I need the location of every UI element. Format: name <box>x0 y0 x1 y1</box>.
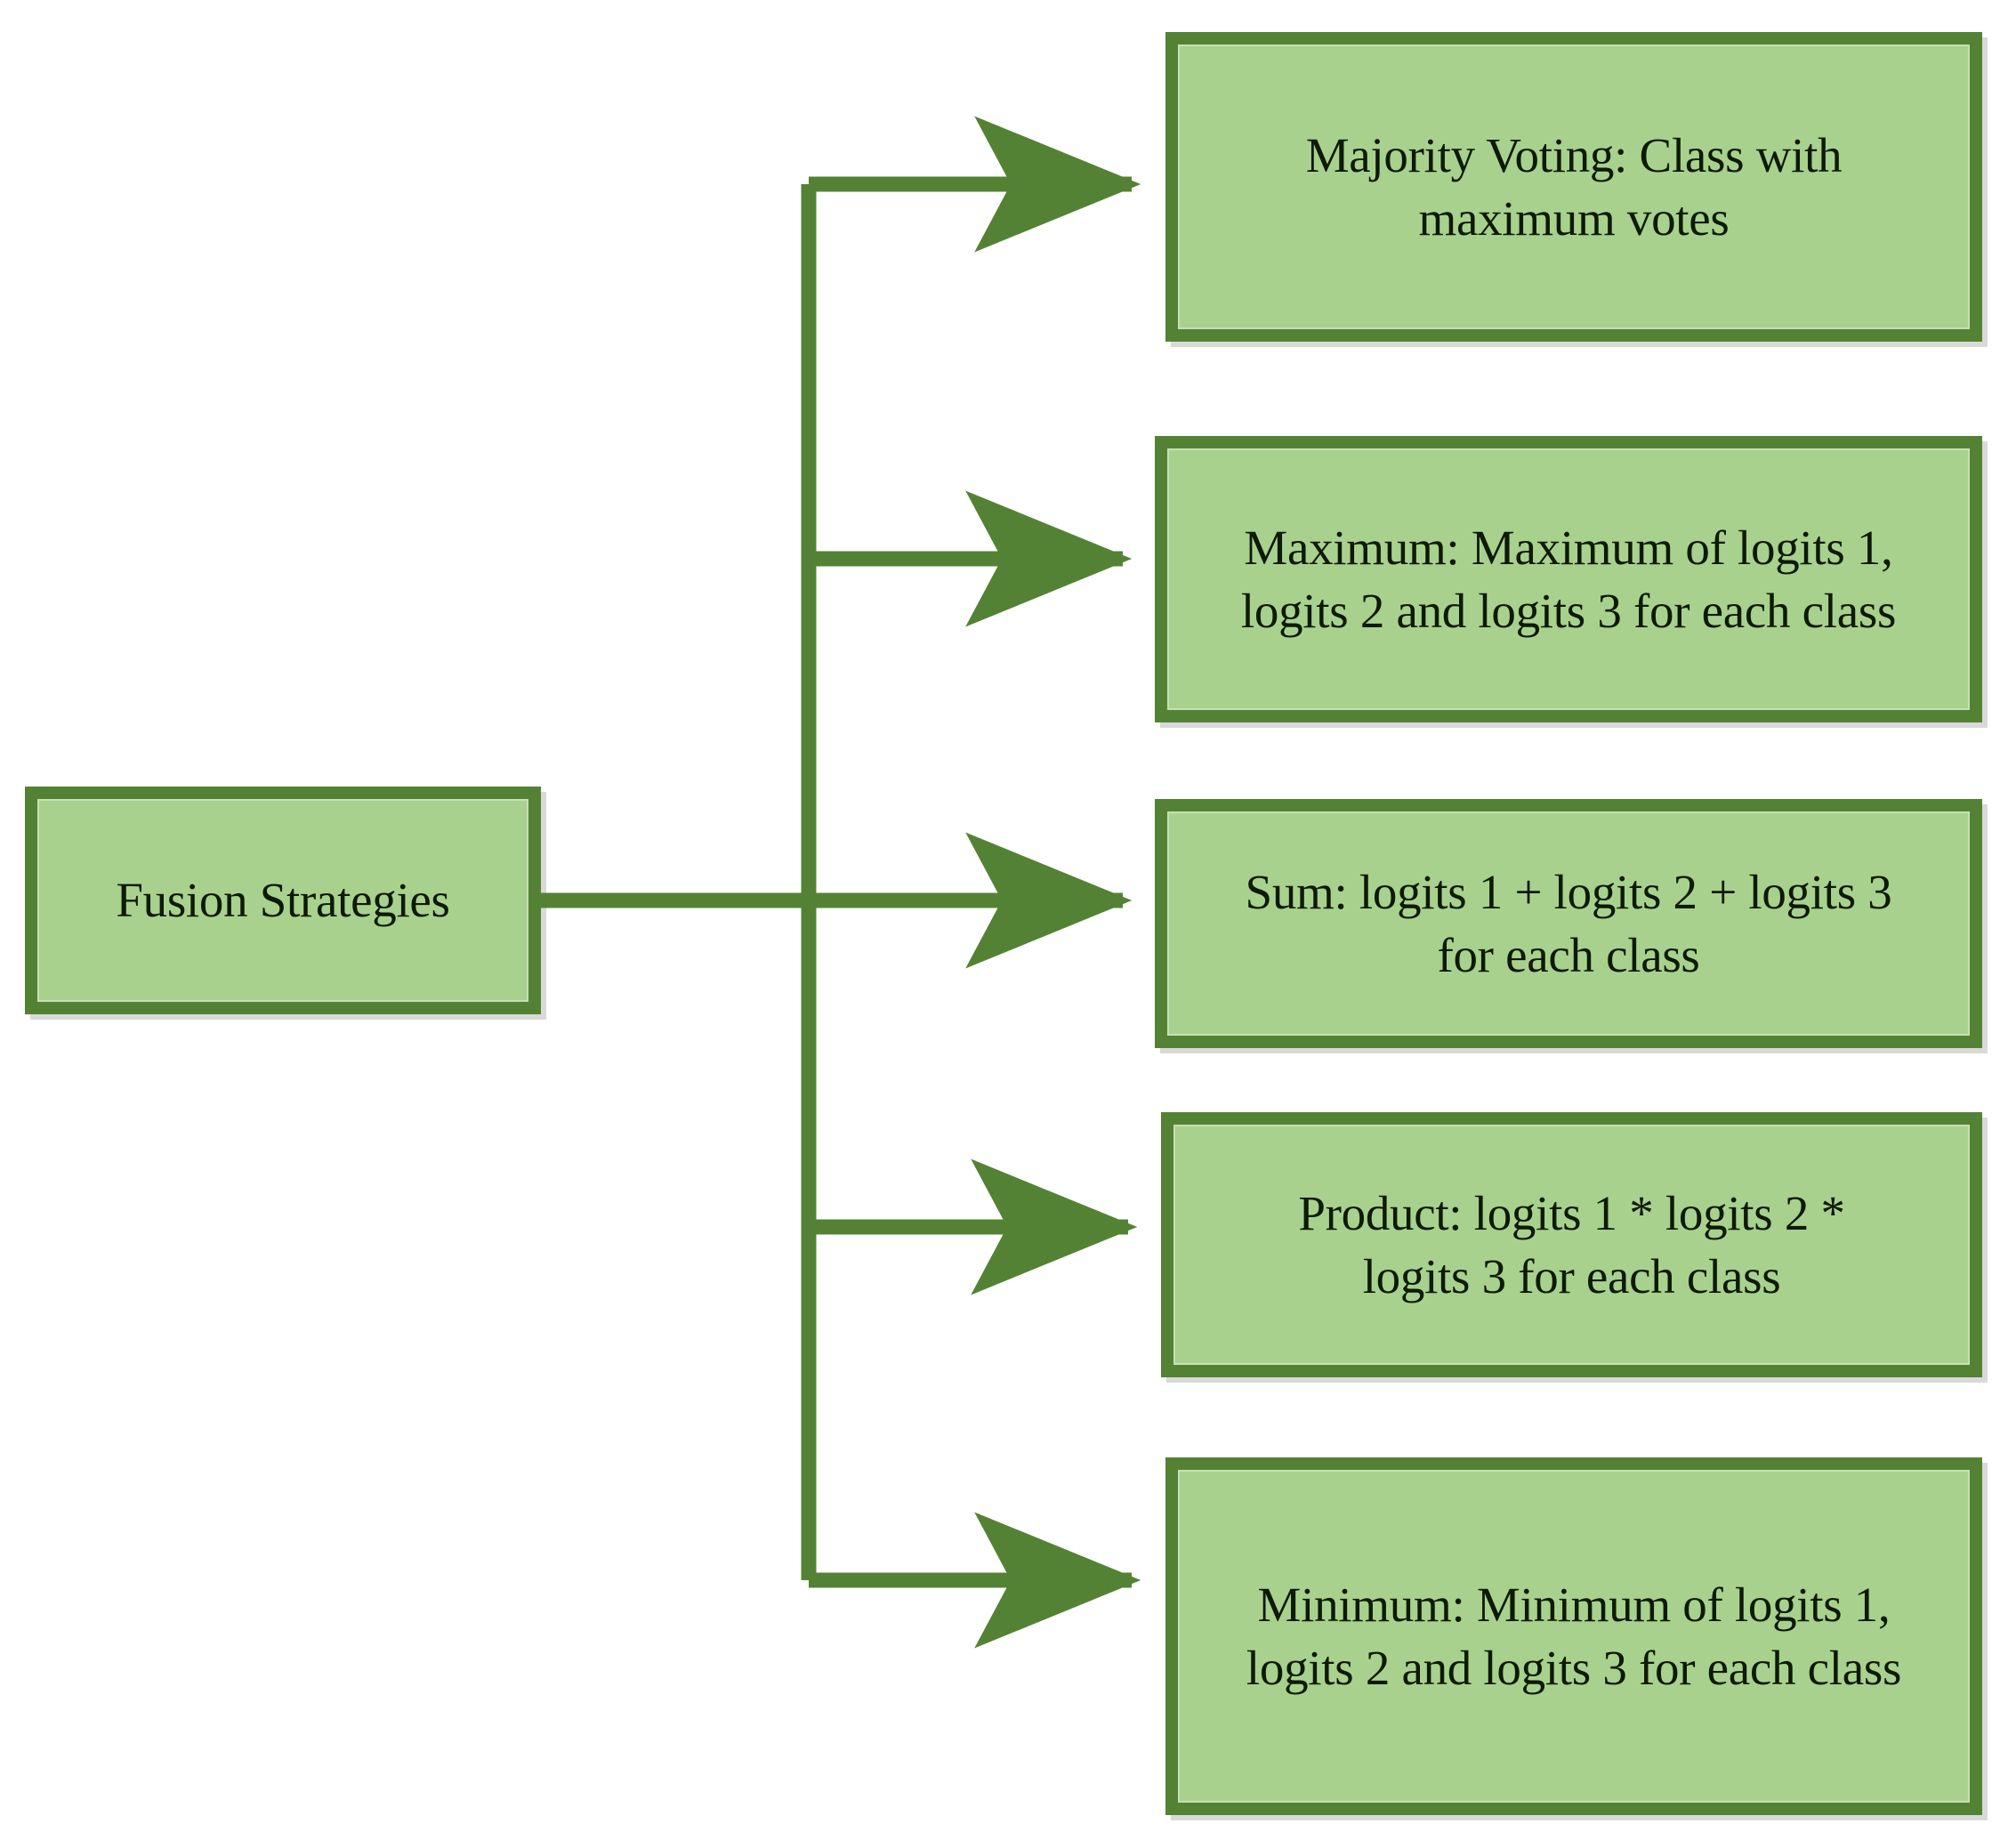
node-label-line-2: logits 3 for each class <box>1362 1249 1781 1303</box>
node-label-line-2: logits 2 and logits 3 for each class <box>1240 584 1897 638</box>
node-sum[interactable]: Sum: logits 1 + logits 2 + logits 3 for … <box>1155 799 1982 1048</box>
node-label-line-2: maximum votes <box>1418 191 1730 246</box>
node-label-line-1: Product: logits 1 * logits 2 * <box>1298 1185 1845 1240</box>
node-label-line-2: logits 2 and logits 3 for each class <box>1246 1641 1902 1695</box>
node-label-line-1: Maximum: Maximum of logits 1, <box>1244 520 1893 575</box>
node-label-maximum: Maximum: Maximum of logits 1, logits 2 a… <box>1238 516 1899 643</box>
node-fusion-strategies[interactable]: Fusion Strategies <box>25 787 541 1014</box>
node-majority-voting[interactable]: Majority Voting: Class with maximum vote… <box>1165 32 1982 342</box>
node-maximum[interactable]: Maximum: Maximum of logits 1, logits 2 a… <box>1155 436 1982 722</box>
node-label-product: Product: logits 1 * logits 2 * logits 3 … <box>1289 1182 1853 1309</box>
node-label-line-1: Minimum: Minimum of logits 1, <box>1257 1577 1891 1632</box>
node-label-majority-voting: Majority Voting: Class with maximum vote… <box>1297 124 1851 251</box>
node-label-line-2: for each class <box>1437 928 1700 982</box>
node-label-line-1: Majority Voting: Class with <box>1305 127 1843 182</box>
node-minimum[interactable]: Minimum: Minimum of logits 1, logits 2 a… <box>1165 1457 1982 1815</box>
node-label-fusion-strategies: Fusion Strategies <box>116 873 450 928</box>
node-label-sum: Sum: logits 1 + logits 2 + logits 3 for … <box>1237 860 1901 988</box>
node-product[interactable]: Product: logits 1 * logits 2 * logits 3 … <box>1161 1112 1982 1377</box>
node-label-line-1: Sum: logits 1 + logits 2 + logits 3 <box>1245 864 1892 919</box>
node-label-minimum: Minimum: Minimum of logits 1, logits 2 a… <box>1243 1573 1905 1700</box>
